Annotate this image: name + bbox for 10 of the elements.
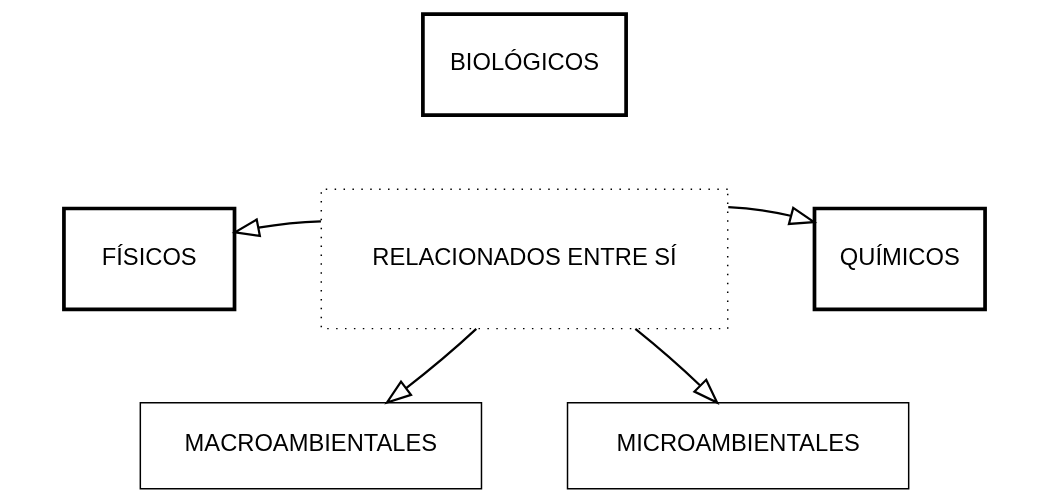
node-box: FÍSICOS xyxy=(61,206,236,312)
node-box: MACROAMBIENTALES xyxy=(139,402,482,490)
arrow xyxy=(727,205,817,226)
arrow xyxy=(231,217,321,238)
node-box: QUÍMICOS xyxy=(812,206,987,312)
node-box: BIOLÓGICOS xyxy=(420,12,628,117)
node-box: RELACIONADOS ENTRE SÍ xyxy=(320,188,728,330)
arrow xyxy=(634,328,719,405)
node-box: MICROAMBIENTALES xyxy=(566,402,909,490)
arrow xyxy=(383,328,477,405)
